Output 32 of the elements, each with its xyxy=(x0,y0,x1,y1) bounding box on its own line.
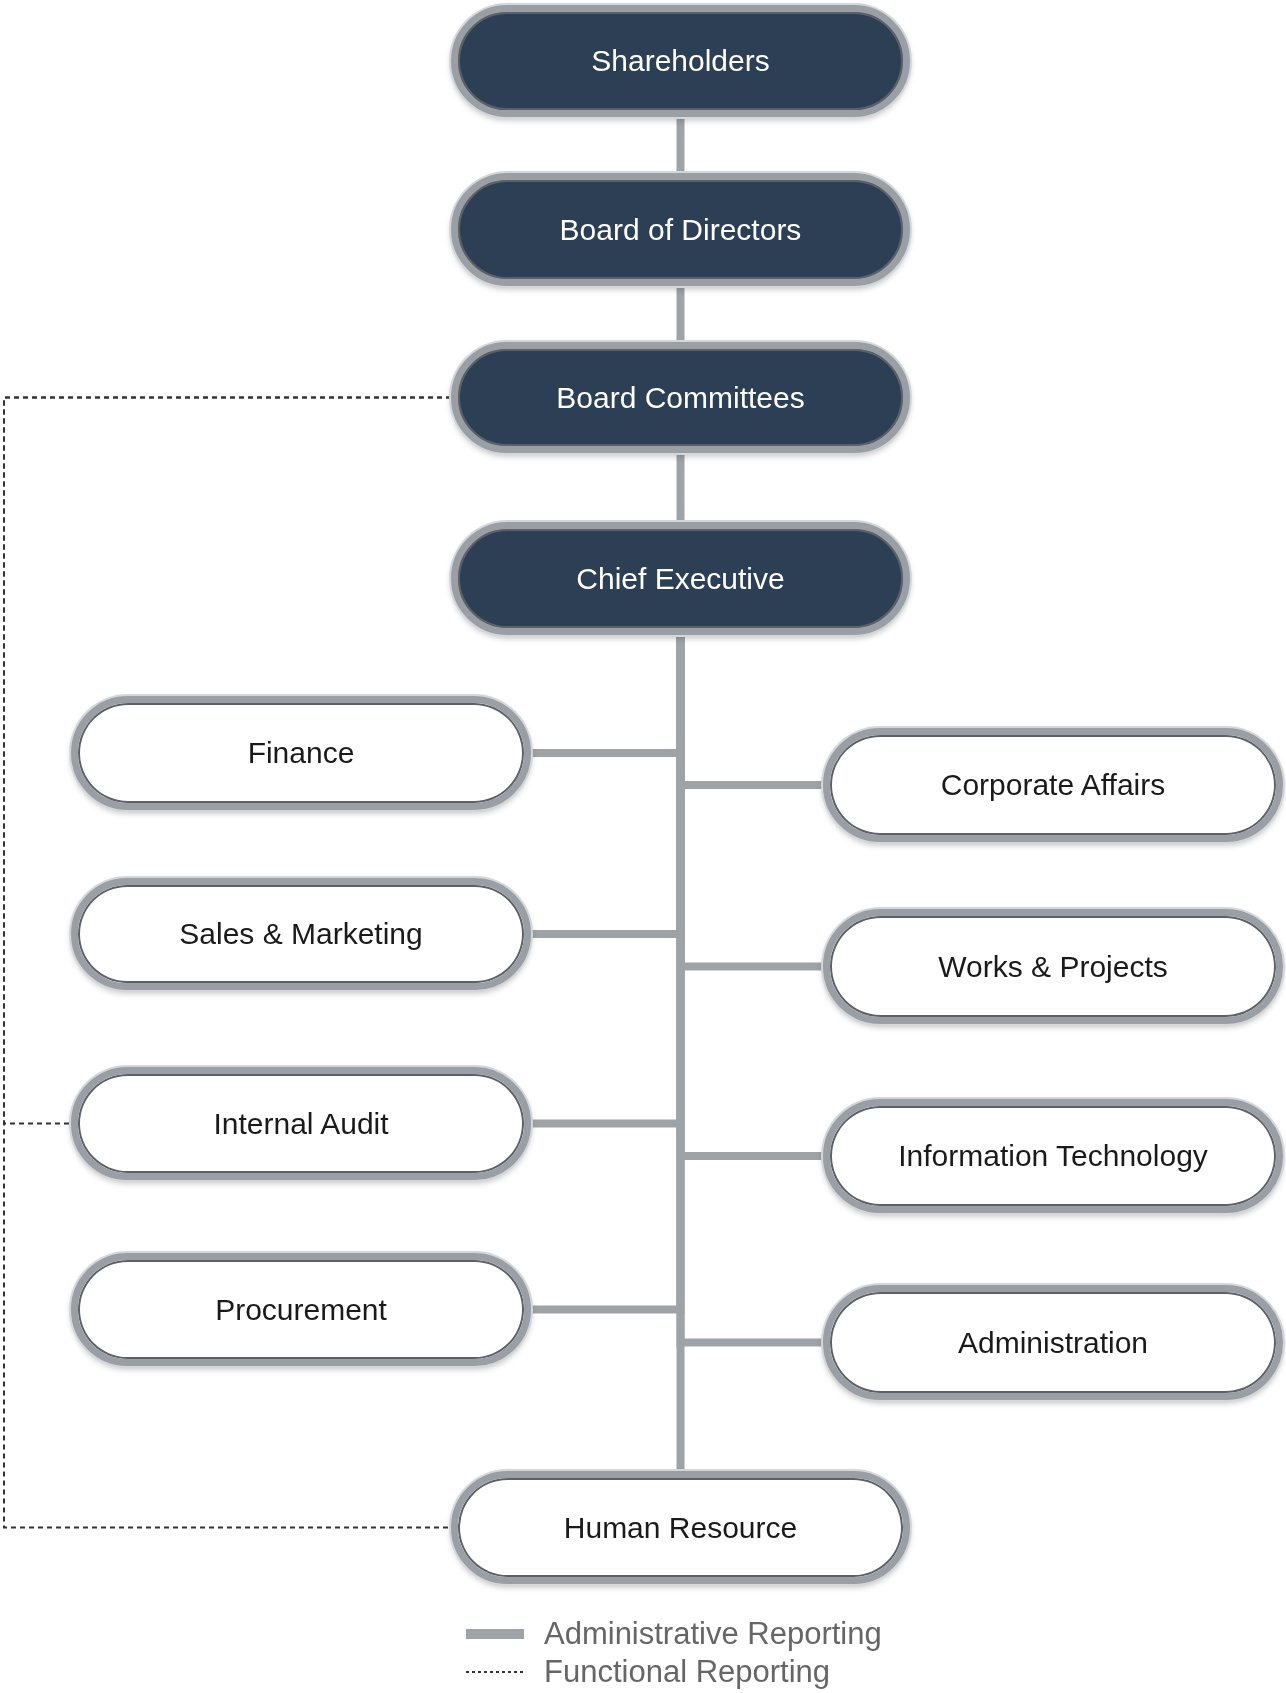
connector-line xyxy=(676,117,685,173)
rounded-box xyxy=(71,696,531,810)
box-label: Finance xyxy=(247,736,355,770)
box-label: Procurement xyxy=(215,1292,387,1327)
box-label: Works & Projects xyxy=(938,949,1168,984)
rounded-box xyxy=(71,878,531,990)
rounded-box xyxy=(71,1067,531,1180)
rounded-box xyxy=(823,1099,1283,1213)
box-label: Board Committees xyxy=(556,380,805,415)
rounded-box xyxy=(823,1285,1283,1400)
rounded-box xyxy=(451,173,910,286)
connector-line xyxy=(676,453,685,522)
rounded-box xyxy=(71,1253,531,1366)
box-label: Human Resource xyxy=(563,1510,798,1545)
legend-label: Administrative Reporting xyxy=(544,1616,882,1652)
connector-line xyxy=(676,286,685,342)
rounded-box xyxy=(823,909,1283,1024)
box-label: Information Technology xyxy=(898,1139,1208,1173)
box-label: Shareholders xyxy=(591,44,770,78)
rounded-box xyxy=(823,728,1283,842)
box-label: Board of Directors xyxy=(559,212,802,247)
box-label: Internal Audit xyxy=(213,1106,389,1141)
rounded-box xyxy=(451,522,910,635)
rounded-box xyxy=(451,342,910,453)
box-label: Corporate Affairs xyxy=(940,768,1166,802)
legend-label: Functional Reporting xyxy=(544,1654,831,1690)
box-label: Sales & Marketing xyxy=(179,917,423,951)
rounded-box xyxy=(451,1471,910,1584)
dashed-connector xyxy=(3,396,452,1529)
box-label: Administration xyxy=(957,1325,1149,1360)
rounded-box xyxy=(451,5,910,117)
box-label: Chief Executive xyxy=(576,561,785,596)
